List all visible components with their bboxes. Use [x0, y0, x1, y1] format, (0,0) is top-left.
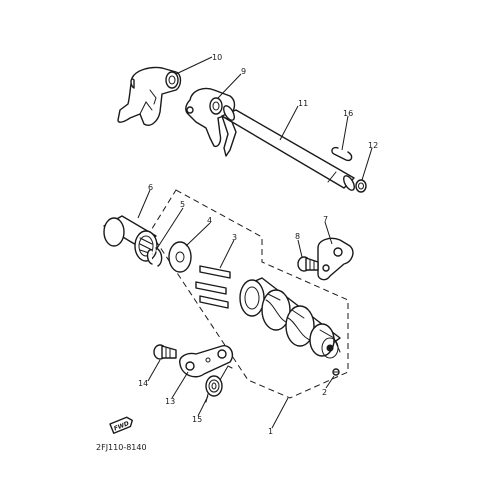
part-bolt-14[interactable]: [153, 344, 177, 360]
callout-2: 2: [322, 388, 327, 397]
part-shift-fork-10[interactable]: [117, 66, 182, 126]
part-guide-bar-11[interactable]: [221, 104, 357, 192]
callout-9: 9: [241, 67, 246, 76]
callout-4: 4: [207, 216, 212, 225]
callout-3: 3: [232, 233, 237, 242]
callout-10: 10: [212, 53, 222, 62]
part-shift-fork-9[interactable]: [185, 87, 237, 157]
part-plate-7[interactable]: [317, 237, 354, 281]
callout-5: 5: [180, 200, 185, 209]
callout-15: 15: [192, 415, 202, 424]
fwd-direction-tag: FWD: [109, 416, 133, 434]
part-bolt-8[interactable]: [297, 256, 319, 272]
callout-13: 13: [165, 397, 175, 406]
leader-lines: [137, 56, 373, 429]
callout-8: 8: [295, 232, 300, 241]
drawing-code: 2FJ110-8140: [96, 443, 147, 452]
part-pins-3[interactable]: [195, 265, 231, 309]
part-washer-4[interactable]: [168, 241, 192, 273]
part-spring-15[interactable]: [205, 365, 233, 403]
part-lever-13[interactable]: [179, 345, 234, 378]
part-snap-ring-5[interactable]: [146, 247, 163, 267]
callout-6: 6: [148, 183, 153, 192]
callout-14: 14: [138, 379, 148, 388]
part-o-ring-12[interactable]: [355, 179, 367, 193]
callout-1: 1: [268, 427, 273, 436]
part-shift-drum-1[interactable]: [239, 277, 341, 359]
callout-12: 12: [368, 141, 378, 150]
callout-7: 7: [323, 215, 328, 224]
part-circlip-16[interactable]: [331, 146, 353, 162]
callout-16: 16: [343, 109, 353, 118]
callout-11: 11: [298, 99, 308, 108]
part-screw-2[interactable]: [332, 368, 340, 376]
callout-labels: 10 9 11 16 12 6 5 4 3 7 8 14 13 15 2 1: [138, 53, 378, 436]
